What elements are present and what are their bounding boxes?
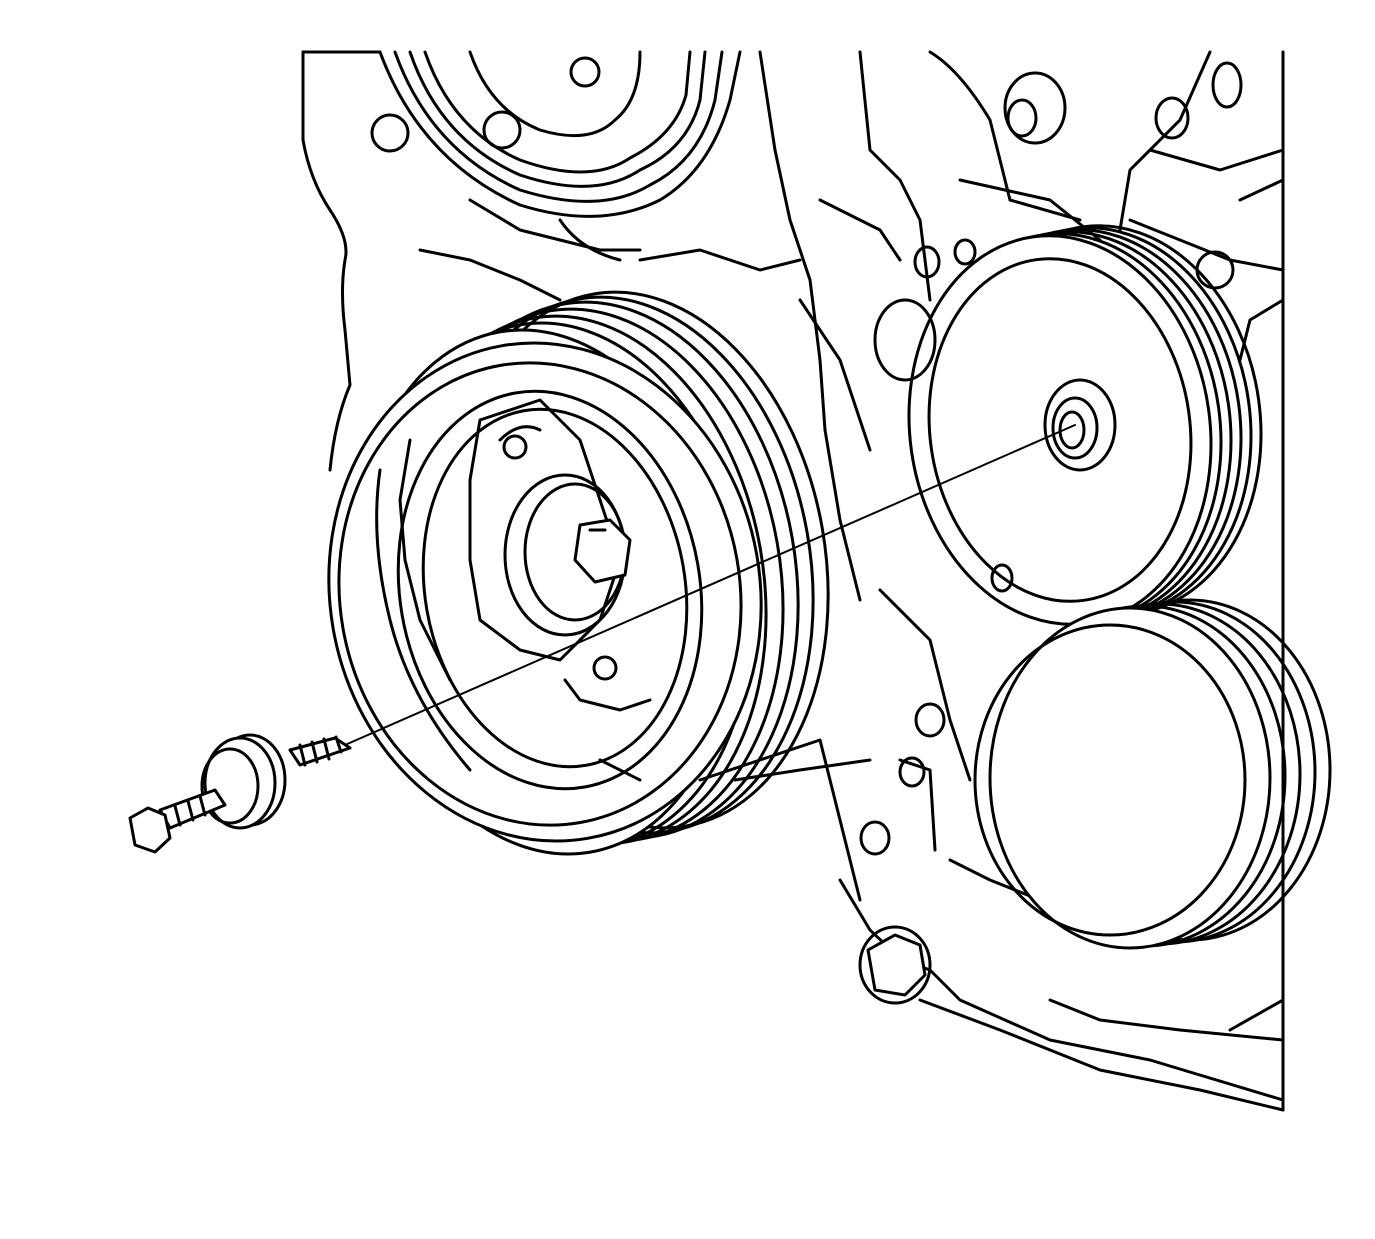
- engine-front-cover: [301, 50, 1285, 1112]
- leader-line: [344, 424, 1076, 746]
- idler-pulley: [907, 224, 1263, 626]
- idler-pulley-bolt: [128, 733, 352, 854]
- upper-idler-pulley: [370, 50, 742, 218]
- lower-pulley: [973, 598, 1332, 950]
- cover-fasteners: [858, 61, 1243, 1005]
- crankshaft-balancer-pulley: [327, 290, 830, 856]
